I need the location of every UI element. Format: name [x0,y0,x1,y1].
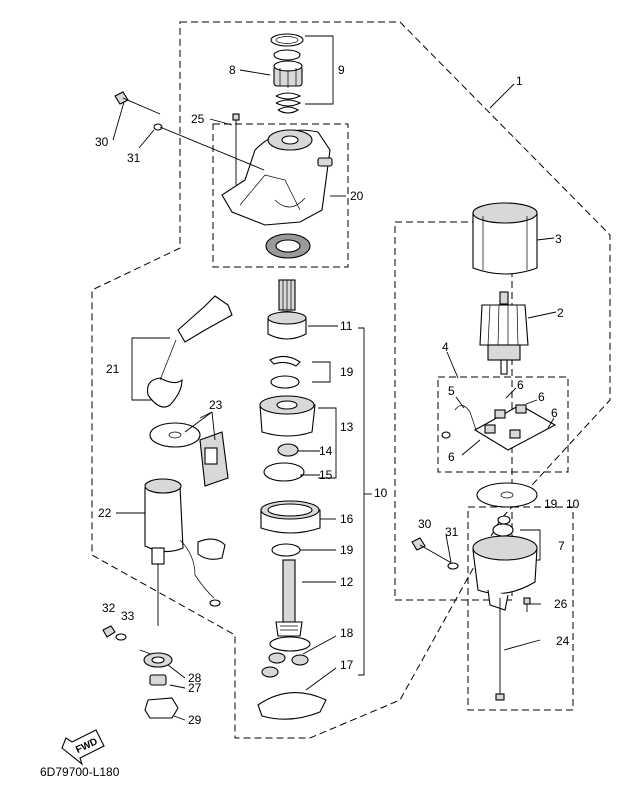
brush-holder [441,404,557,451]
end-plate [476,482,538,525]
figure-code: 6D79700-L180 [40,765,120,779]
plate [149,422,229,487]
bracket-19a [312,361,331,383]
solenoid [144,478,226,626]
label-6c: 6 [551,406,558,420]
label-10-right: 10 [566,497,580,511]
label-19-upper: 19 [340,365,354,379]
planet-gears [261,652,309,678]
screw-26 [523,597,531,612]
bolt-25 [232,113,240,185]
leader-30-31-cover [159,126,265,171]
gear-carrier [259,395,316,437]
bracket-9 [305,35,334,105]
yoke [472,202,538,275]
label-31-right: 31 [445,525,459,539]
bracket-21 [131,337,170,401]
label-9: 9 [338,63,345,77]
leader-lines [112,69,557,721]
pinion-stop-set [270,33,304,114]
pinion-shaft [267,279,307,340]
through-bolt-24-head [495,693,505,701]
label-7: 7 [558,539,565,553]
bottom-cover [472,523,538,611]
label-16: 16 [340,512,354,526]
shift-lever [146,295,233,408]
label-8: 8 [229,63,236,77]
label-13: 13 [340,420,354,434]
washer-19-lower [271,543,301,557]
label-10: 10 [374,486,388,500]
label-33: 33 [121,609,135,623]
label-28: 28 [188,671,202,685]
label-20: 20 [350,189,364,203]
label-1: 1 [516,74,523,88]
part-labels: 1 2 3 4 5 6 6 6 6 7 8 9 10 19 10 11 12 1… [95,63,580,727]
label-6b: 6 [538,390,545,404]
label-6a: 6 [517,378,524,392]
label-32: 32 [102,601,116,615]
label-30-right: 30 [418,517,432,531]
bolt-30-left [114,91,163,131]
label-21: 21 [106,362,120,376]
label-11: 11 [340,319,353,333]
label-19-lower: 19 [340,543,354,557]
label-15: 15 [319,468,333,482]
washer-19-upper [270,375,300,389]
label-30-left: 30 [95,135,109,149]
label-31-left: 31 [127,151,141,165]
label-12: 12 [340,575,354,589]
assembly-outline-brush-holder [437,376,569,473]
top-cover [221,129,333,259]
label-27: 27 [188,681,202,695]
label-17: 17 [340,658,354,672]
ring-15 [263,462,305,482]
bracket-13 [318,407,337,479]
label-19-right: 19 [544,497,558,511]
bearing-14 [277,443,299,457]
bolt-30-right [411,537,459,570]
label-22: 22 [98,506,112,520]
label-23: 23 [209,398,223,412]
armature [479,291,529,375]
label-5: 5 [448,384,455,398]
assembly-outline-top-cover [212,123,349,268]
terminal-set [139,649,179,719]
bracket-10 [358,327,365,676]
internal-gear [260,500,321,534]
label-4: 4 [442,340,449,354]
label-29: 29 [188,713,202,727]
label-25: 25 [191,112,205,126]
thrust-plate [257,692,327,720]
label-2: 2 [557,306,564,320]
label-26: 26 [554,597,568,611]
assembly-outline-main [91,21,611,739]
fwd-arrow: FWD [61,729,105,766]
label-3: 3 [555,232,562,246]
nut-washer-32-33 [102,625,127,641]
label-24: 24 [556,634,570,648]
label-14: 14 [319,444,333,458]
e-clip [269,355,301,367]
drive-shaft [269,559,311,652]
label-18: 18 [340,626,354,640]
label-6d: 6 [448,450,455,464]
